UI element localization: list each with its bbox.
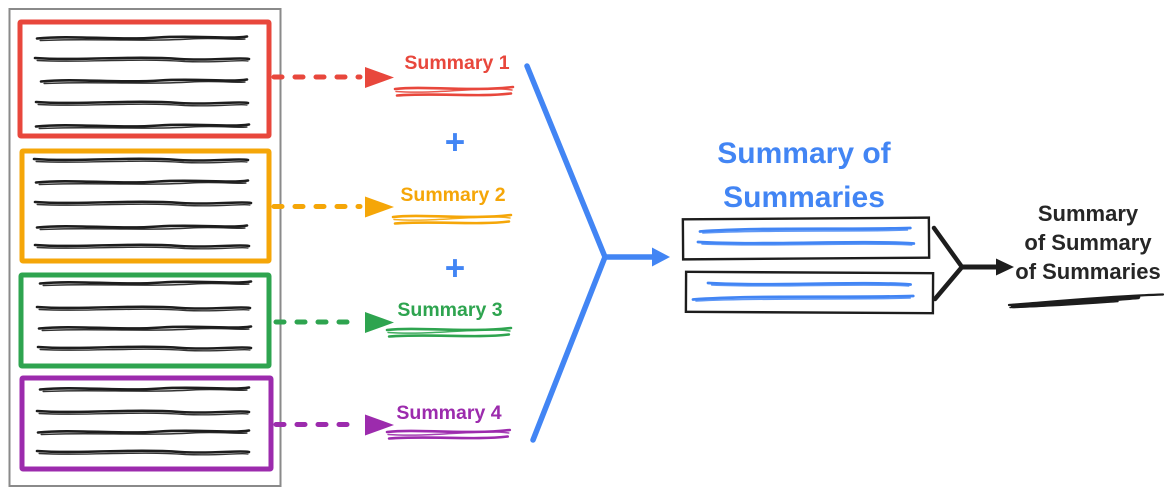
final-bracket xyxy=(931,225,965,302)
merge-arrowhead xyxy=(652,247,670,267)
summary-1-arrowhead xyxy=(365,67,394,88)
sos-box-2 xyxy=(684,270,935,315)
summary-of-summaries-title-line-2: Summaries xyxy=(723,181,885,214)
document-section-2-box xyxy=(19,148,272,264)
summary-2-scribble xyxy=(391,213,513,225)
merge-bracket xyxy=(524,63,655,443)
summary-2-arrowhead xyxy=(365,196,394,218)
summary-4-scribble xyxy=(385,428,512,440)
summary-4-label: Summary 4 xyxy=(396,402,502,424)
sos-box-1 xyxy=(681,216,931,261)
summary-1-scribble xyxy=(393,85,515,97)
summary-1-label: Summary 1 xyxy=(404,52,510,74)
final-summary-label-line-2: of Summary xyxy=(1024,230,1152,255)
final-summary-label-line-1: Summary xyxy=(1037,201,1139,226)
summary-3-scribble xyxy=(385,326,513,338)
document-section-1-box xyxy=(17,19,272,139)
final-summary-label-line-3: of Summaries xyxy=(1015,259,1161,284)
final-arrowhead xyxy=(996,258,1014,276)
sos-box-scribbles xyxy=(691,226,916,303)
summary-2-label: Summary 2 xyxy=(400,184,506,206)
document-section-3-box xyxy=(18,272,272,369)
document-section-4-box xyxy=(19,375,274,472)
summary-of-summaries-title-line-1: Summary of xyxy=(717,137,891,170)
final-summary-label: Summary of Summary of Summaries xyxy=(1008,199,1168,286)
summary-of-summaries-title: Summary of Summaries xyxy=(672,132,936,220)
plus-operator-2: + xyxy=(444,249,466,288)
summary-3-label: Summary 3 xyxy=(397,299,503,321)
summary-4-arrowhead xyxy=(365,414,394,436)
plus-operator-1: + xyxy=(444,123,466,162)
final-summary-scribble xyxy=(1007,293,1165,309)
summary-3-arrowhead xyxy=(365,312,394,333)
